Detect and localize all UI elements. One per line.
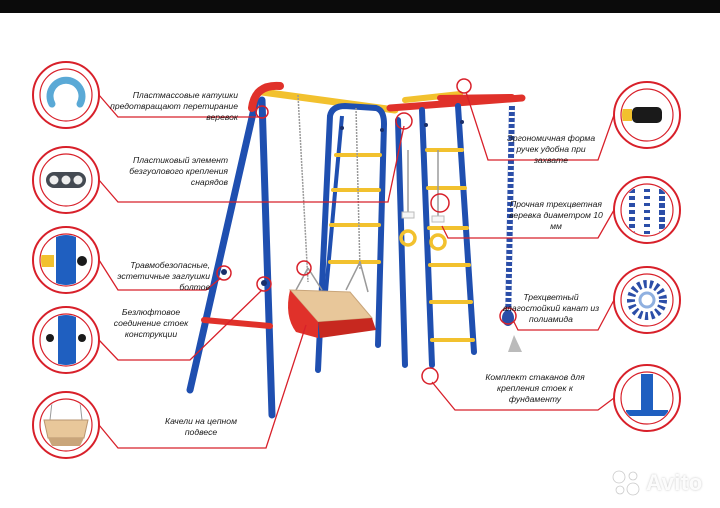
grip-handle-icon xyxy=(622,107,662,123)
label-tricolor: Трехцветный влагостойкий канат из полиам… xyxy=(502,292,600,324)
rope-strands-icon xyxy=(629,185,665,235)
triple-clamp-icon xyxy=(46,172,86,188)
label-chain-swing: Качели на цепном подвесе xyxy=(165,416,237,437)
label-cups: Комплект стаканов для крепления стоек к … xyxy=(485,372,585,404)
post-joint-icon xyxy=(46,315,86,365)
playground-frame xyxy=(186,81,526,419)
label-ergonomic: Эргономичная форма ручек удобна при захв… xyxy=(506,133,596,165)
callout-right-2 xyxy=(430,176,681,244)
callout-left-1 xyxy=(32,61,269,129)
callout-right-1 xyxy=(456,78,681,161)
status-bar xyxy=(0,0,720,13)
callout-right-4 xyxy=(421,364,681,432)
callout-right-3 xyxy=(499,266,681,334)
label-plastic-reels: Пластмассовые катушки предотвращают пере… xyxy=(110,90,238,122)
label-plastic-element: Пластиковый элемент безгуолового креплен… xyxy=(129,155,228,187)
callout-left-3 xyxy=(32,226,232,294)
swing-seat-icon xyxy=(43,401,89,446)
rope-coil-icon xyxy=(627,280,667,320)
mount-cup-icon xyxy=(626,374,668,416)
avito-dots-icon xyxy=(612,470,640,496)
bolt-cap-icon xyxy=(41,235,87,285)
callout-left-2 xyxy=(32,112,413,214)
avito-watermark: Avito xyxy=(610,468,710,498)
plastic-reel-icon xyxy=(46,76,86,108)
label-flangeless: Безлюфтовое соединение стоек конструкции xyxy=(113,307,189,339)
label-rope: Прочная трехцветная веревка диаметром 10… xyxy=(509,199,603,231)
watermark-text: Avito xyxy=(646,470,703,495)
callout-left-5 xyxy=(32,260,312,459)
label-bolt-caps: Травмобезопасные, эстетичные заглушки бо… xyxy=(117,260,210,292)
callout-left-4 xyxy=(32,276,272,374)
